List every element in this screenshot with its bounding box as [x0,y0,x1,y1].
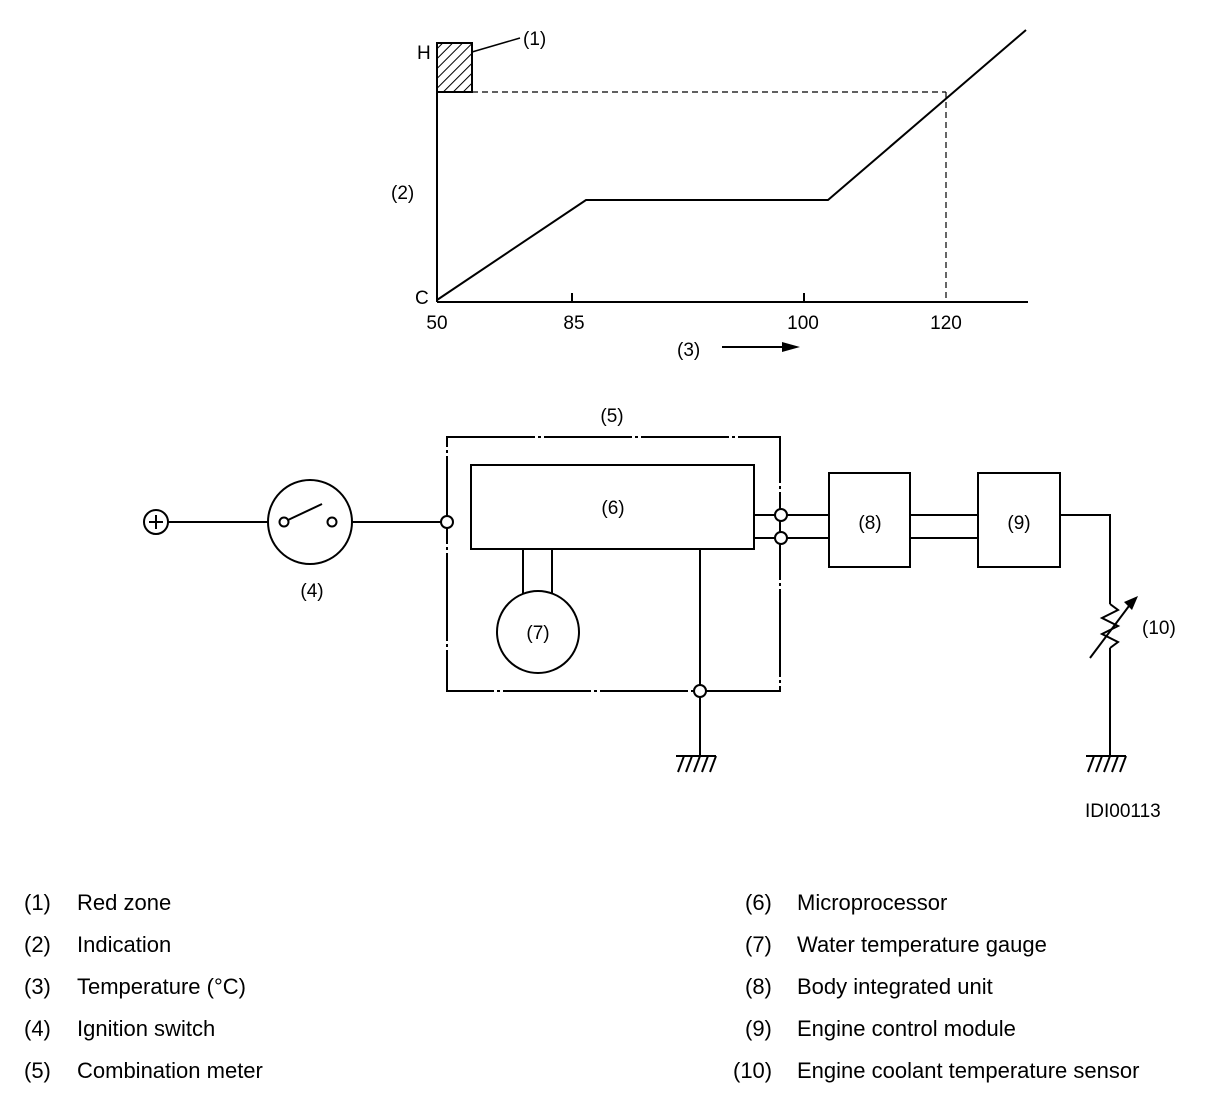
legend-number: (3) [24,974,51,999]
legend-text: Microprocessor [797,890,948,915]
legend-number: (9) [745,1016,772,1041]
sensor-variable-arrow [1089,601,1133,659]
microprocessor-callout: (6) [601,498,624,519]
ground-icon [1087,755,1127,773]
legend-text: Engine coolant temperature sensor [797,1058,1140,1083]
legend-number: (8) [745,974,772,999]
legend-number: (2) [24,932,51,957]
circuit-labels: (5) (6) (7) (8) (9) (10) (4) IDI00113 [300,406,1175,822]
x-tick-label: 120 [930,313,962,334]
sensor-resistor [1099,603,1121,649]
x-axis-arrow-head [782,342,800,352]
meter-output-terminal-2 [774,531,788,545]
switch-contact-left [278,516,290,528]
gauge-chart-labels: H C (1) (2) 50 85 100 120 (3) [391,29,962,361]
circuit [143,436,1138,773]
legend-text: Body integrated unit [797,974,993,999]
body-unit-callout: (8) [858,513,881,534]
y-label-h: H [417,43,431,64]
y-label-c: C [415,288,429,309]
legend-number: (10) [733,1058,773,1083]
x-tick-label: 85 [563,313,584,334]
legend-number: (5) [24,1058,51,1083]
legend-text: Ignition switch [77,1016,216,1041]
gauge-chart [436,29,1028,352]
red-zone-leader [471,37,521,53]
combination-meter-outline [446,436,781,692]
meter-output-terminal-1 [774,508,788,522]
figure-id: IDI00113 [1085,801,1161,822]
legend-text: Indication [77,932,172,957]
ecm-callout: (9) [1007,513,1030,534]
gauge-callout: (7) [526,623,549,644]
microprocessor-box [470,464,755,550]
red-zone-box [436,42,473,93]
legend-text: Combination meter [77,1058,263,1083]
switch-blade [287,503,323,521]
body-integrated-unit-box [828,472,911,568]
switch-contact-right [326,516,338,528]
meter-input-terminal [440,515,454,529]
legend-number: (4) [24,1016,51,1041]
x-tick-label: 100 [787,313,819,334]
x-tick-label: 50 [426,313,447,334]
ignition-switch-callout: (4) [300,581,323,602]
combination-meter-callout: (5) [600,406,623,427]
ecm-box [977,472,1061,568]
water-temp-gauge-symbol [496,590,580,674]
legend-text: Engine control module [797,1016,1016,1041]
meter-ground-terminal [693,684,707,698]
indication-curve [436,29,1027,301]
legend-number: (1) [24,890,51,915]
wire-ecm-sensor [1060,514,1111,604]
ground-icon [677,755,717,773]
legend-number: (6) [745,890,772,915]
legend-number: (7) [745,932,772,957]
legend-text: Temperature (°C) [77,974,246,999]
y-axis-callout: (2) [391,183,414,204]
sensor-arrow-head [1124,596,1138,610]
sensor-callout: (10) [1142,618,1176,639]
x-axis-callout: (3) [677,340,700,361]
legend-text: Water temperature gauge [797,932,1047,957]
red-zone-callout: (1) [523,29,546,50]
legend-text: Red zone [77,890,172,915]
